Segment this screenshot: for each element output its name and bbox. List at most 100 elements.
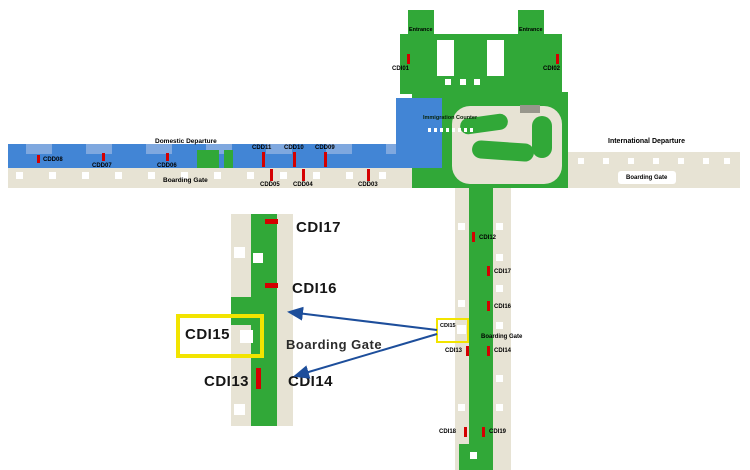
entrance-left-label: Entrance xyxy=(409,27,433,33)
gate-marker-cdi13 xyxy=(466,346,469,356)
gate-door xyxy=(496,254,503,261)
gate-door xyxy=(496,223,503,230)
apron-tab xyxy=(326,144,352,154)
apron-tab xyxy=(206,144,232,154)
gate-door xyxy=(214,172,221,179)
inset-gate-label-cdi14: CDI14 xyxy=(288,373,334,390)
gate-label-cdd07: CDD07 xyxy=(92,163,112,169)
international-boarding-gate-box xyxy=(618,171,676,184)
gate-door xyxy=(603,158,609,164)
gate-door xyxy=(458,404,465,411)
gate-label-cdi12: CDI12 xyxy=(479,235,497,241)
gate-label-cdi15-main: CDI15 xyxy=(440,323,456,329)
gate-marker-cdd08 xyxy=(37,155,40,163)
gate-door xyxy=(247,172,254,179)
apron-tab xyxy=(146,144,172,154)
inset-boarding-gate-label: Boarding Gate xyxy=(286,337,383,352)
gate-door xyxy=(49,172,56,179)
inset-gate-marker-cdi13 xyxy=(256,368,261,389)
gate-door xyxy=(496,375,503,382)
gate-door xyxy=(458,300,465,307)
inset-corridor xyxy=(251,214,277,426)
gate-door xyxy=(253,253,263,263)
gate-door xyxy=(181,172,188,179)
inset-gate-label-cdi17: CDI17 xyxy=(296,219,342,236)
inset-gate-marker-cdi16 xyxy=(265,283,278,288)
gate-marker-cdd10 xyxy=(293,152,296,167)
stairs-block xyxy=(520,105,540,113)
gate-marker-cdi12 xyxy=(472,232,475,242)
terminal-building xyxy=(400,34,562,94)
building-courtyard xyxy=(487,40,504,76)
gate-door xyxy=(280,172,287,179)
inset-branch xyxy=(231,297,251,325)
apron-tab xyxy=(86,144,112,154)
domestic-departure-label: Domestic Departure xyxy=(155,138,217,145)
gate-marker-cdd06 xyxy=(166,153,169,161)
gate-label-cdd11: CDD11 xyxy=(252,145,272,151)
gate-door xyxy=(496,404,503,411)
gate-marker-cdi18 xyxy=(464,427,467,437)
walkway-island xyxy=(532,116,552,158)
international-boarding-gate-label: Boarding Gate xyxy=(626,175,668,181)
gate-door xyxy=(115,172,122,179)
gate-label-cdi18: CDI18 xyxy=(439,429,457,435)
gate-label-cdd04: CDD04 xyxy=(293,182,313,188)
callout-arrow-upper xyxy=(287,306,438,331)
gate-door xyxy=(82,172,89,179)
international-departure-label: International Departure xyxy=(608,138,686,145)
gate-label-cdd10: CDD10 xyxy=(284,145,304,151)
gate-label-cdi17: CDI17 xyxy=(494,269,512,275)
domestic-boarding-gate-label: Boarding Gate xyxy=(163,177,208,184)
gate-label-cdd09: CDD09 xyxy=(315,145,335,151)
gate-door xyxy=(678,158,684,164)
pier-boarding-gate-label: Boarding Gate xyxy=(481,334,523,340)
entrance-corridor-left xyxy=(408,10,434,38)
gate-door xyxy=(240,330,253,343)
gate-label-cdd08: CDD08 xyxy=(43,157,63,163)
gate-marker-cdi16 xyxy=(487,301,490,311)
building-courtyard xyxy=(437,40,454,76)
gate-marker-cdd05 xyxy=(270,169,273,181)
gate-door xyxy=(148,172,155,179)
gate-marker-cdd09 xyxy=(324,152,327,167)
immigration-counter-booths xyxy=(428,128,475,132)
gate-door xyxy=(16,172,23,179)
building-kiosk xyxy=(445,79,451,85)
gate-door xyxy=(496,322,503,329)
entrance-right-label: Entrance xyxy=(519,27,543,33)
gate-label-cdi01: CDI01 xyxy=(392,66,410,72)
gate-label-cdi16: CDI16 xyxy=(494,304,512,310)
gate-door xyxy=(379,172,386,179)
gate-label-cdi02: CDI02 xyxy=(543,66,561,72)
gate-door xyxy=(724,158,730,164)
gate-door xyxy=(703,158,709,164)
gate-door xyxy=(313,172,320,179)
gate-marker-cdi14 xyxy=(487,346,490,356)
gate-marker-cdd11 xyxy=(262,152,265,167)
apron-tab xyxy=(26,144,52,154)
gate-door xyxy=(234,404,245,415)
gate-marker-cdi19 xyxy=(482,427,485,437)
domestic-link-block xyxy=(396,98,442,168)
gate-door xyxy=(653,158,659,164)
gate-door xyxy=(470,452,477,459)
gate-label-cdi14-main: CDI14 xyxy=(494,348,512,354)
gate-label-cdd03: CDD03 xyxy=(358,182,378,188)
gate-door xyxy=(457,325,466,334)
gate-door xyxy=(346,172,353,179)
concourse-lounge xyxy=(197,150,219,168)
gate-marker-cdi17 xyxy=(487,266,490,276)
gate-label-cdd06: CDD06 xyxy=(157,163,177,169)
gate-label-cdd05: CDD05 xyxy=(260,182,280,188)
gate-label-cdi13-main: CDI13 xyxy=(445,348,463,354)
entrance-corridor-right xyxy=(518,10,544,38)
gate-door xyxy=(496,285,503,292)
inset-gate-label-cdi16: CDI16 xyxy=(292,280,338,297)
inset-gate-marker-cdi17 xyxy=(265,219,278,224)
inset-gate-label-cdi15: CDI15 xyxy=(185,326,231,343)
gate-marker-cdd03 xyxy=(367,169,370,181)
concourse-lounge xyxy=(224,150,233,168)
